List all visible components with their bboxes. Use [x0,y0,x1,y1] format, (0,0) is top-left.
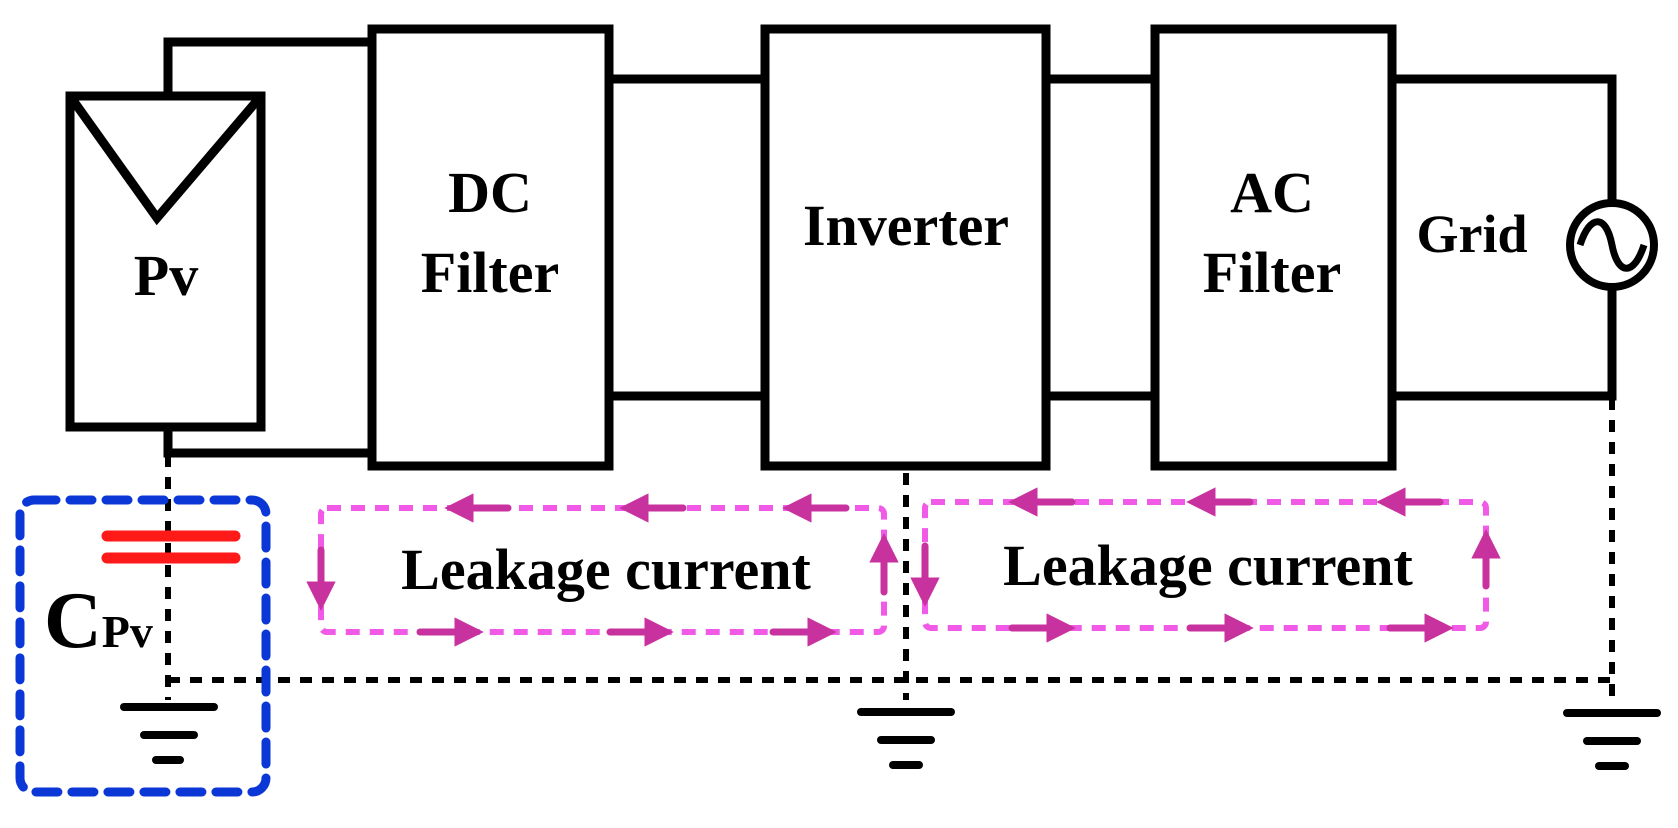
leakage-label-right: Leakage current [1003,533,1413,598]
cpv-symbol: C [44,577,102,665]
ground-wiring [165,398,1615,700]
pv-panel [65,91,266,432]
ac-filter-block: AC Filter [1150,24,1397,471]
wire-pv-dc-top [163,37,377,101]
parasitic-capacitor: CPv [15,495,271,797]
wire-ac-grid-bottom [1387,282,1617,401]
cpv-highlight-box [15,495,271,797]
inverter-label: Inverter [803,193,1009,258]
ground-icon [1563,709,1661,770]
cpv-subscript: Pv [102,606,153,657]
pv-block: Pv [65,91,266,432]
wire-ac-grid-top [1387,74,1617,208]
leakage-label-left: Leakage current [401,537,811,602]
grid-source: Grid [1416,199,1658,291]
inverter-block: Inverter [760,24,1051,471]
ac-filter-label-line1: AC [1230,160,1314,225]
dc-filter-block: DC Filter [367,24,614,471]
cpv-label: CPv [44,577,153,665]
pv-label: Pv [134,243,198,308]
ground-icon [120,703,218,764]
ac-filter-label-line2: Filter [1203,240,1341,305]
ac-filter-box [1150,24,1397,471]
power-wiring [163,37,1617,458]
dc-filter-label-line1: DC [448,160,532,225]
inverter-box [760,24,1051,471]
pv-panel-icon [66,93,265,226]
dc-filter-box [367,24,614,471]
ground-icon [857,708,955,769]
wire-pv-dc-bottom [163,422,377,458]
dc-filter-label-line2: Filter [421,240,559,305]
sine-wave-icon [1576,218,1648,272]
leakage-loop-left: Leakage current [306,493,899,647]
grid-label: Grid [1416,204,1527,264]
leakage-loop-right: Leakage current [910,487,1501,643]
